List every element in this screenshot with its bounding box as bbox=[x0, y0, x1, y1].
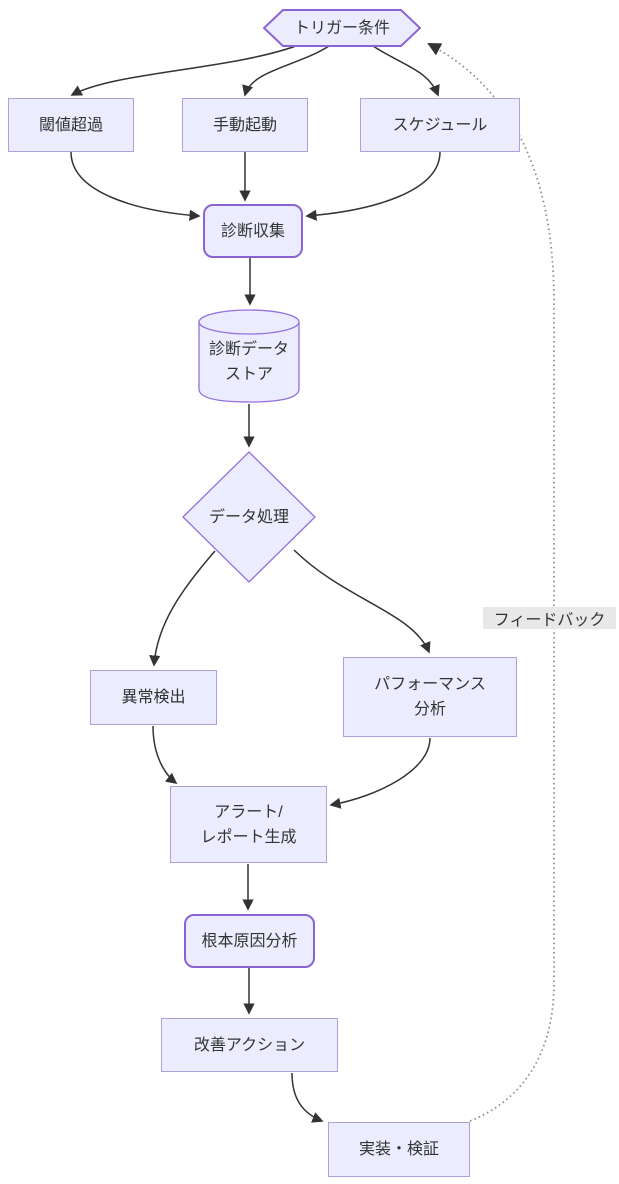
edge-performance-alert bbox=[329, 737, 431, 809]
node-label-line1: パフォーマンス bbox=[374, 676, 486, 693]
node-label-line2: ストア bbox=[224, 366, 273, 383]
node-label: トリガー条件 bbox=[293, 19, 390, 37]
node-label: 診断収集 bbox=[220, 222, 285, 240]
node-label: アラート/ レポート生成 bbox=[200, 800, 296, 850]
node-label: データ処理 bbox=[208, 508, 289, 526]
edge-trigger-threshold bbox=[70, 45, 297, 96]
node-data-processing: データ処理 bbox=[182, 451, 316, 583]
node-label: 異常検出 bbox=[121, 689, 186, 706]
edge-trigger-schedule bbox=[372, 45, 440, 97]
node-anomaly-detection: 異常検出 bbox=[90, 670, 217, 725]
node-alert-report-generation: アラート/ レポート生成 bbox=[170, 786, 327, 863]
node-label: 実装・検証 bbox=[358, 1141, 439, 1158]
node-diagnostic-collection: 診断収集 bbox=[203, 204, 303, 258]
node-trigger-condition: トリガー条件 bbox=[263, 9, 421, 47]
node-improvement-action: 改善アクション bbox=[161, 1018, 338, 1072]
node-label-line1: 診断データ bbox=[208, 341, 289, 358]
node-label: 診断データ ストア bbox=[209, 325, 289, 387]
edge-process-anomaly bbox=[149, 550, 216, 667]
node-manual-start: 手動起動 bbox=[182, 98, 308, 152]
node-label: パフォーマンス 分析 bbox=[374, 672, 486, 722]
node-schedule: スケジュール bbox=[360, 98, 520, 152]
edge-implement-trigger-feedback bbox=[427, 43, 555, 1122]
node-label-line1: アラート/ bbox=[214, 803, 283, 821]
node-threshold-exceeded: 閾値超過 bbox=[8, 98, 134, 152]
node-label: 手動起動 bbox=[212, 116, 277, 134]
node-diagnostic-datastore: 診断データ ストア bbox=[198, 309, 300, 403]
cylinder-shape bbox=[198, 309, 300, 403]
node-performance-analysis: パフォーマンス 分析 bbox=[343, 657, 517, 737]
hexagon-shape bbox=[263, 9, 421, 47]
node-label-line2: レポート生成 bbox=[200, 828, 297, 846]
node-label-line2: 分析 bbox=[413, 701, 446, 718]
node-implementation-verification: 実装・検証 bbox=[328, 1122, 470, 1177]
edge-process-performance bbox=[293, 549, 431, 654]
edge-trigger-manual bbox=[242, 45, 330, 97]
diamond-shape bbox=[182, 451, 316, 583]
edge-threshold-collect bbox=[70, 151, 201, 221]
node-label: 改善アクション bbox=[193, 1036, 306, 1054]
edge-action-implement bbox=[291, 1072, 324, 1123]
edge-label-feedback: フィードバック bbox=[483, 607, 616, 629]
node-label: 閾値超過 bbox=[38, 116, 103, 134]
edge-schedule-collect bbox=[305, 151, 441, 221]
node-label: スケジュール bbox=[392, 116, 488, 134]
node-label: 根本原因分析 bbox=[201, 932, 298, 950]
node-root-cause-analysis: 根本原因分析 bbox=[184, 914, 315, 968]
edge-anomaly-alert bbox=[152, 725, 178, 785]
